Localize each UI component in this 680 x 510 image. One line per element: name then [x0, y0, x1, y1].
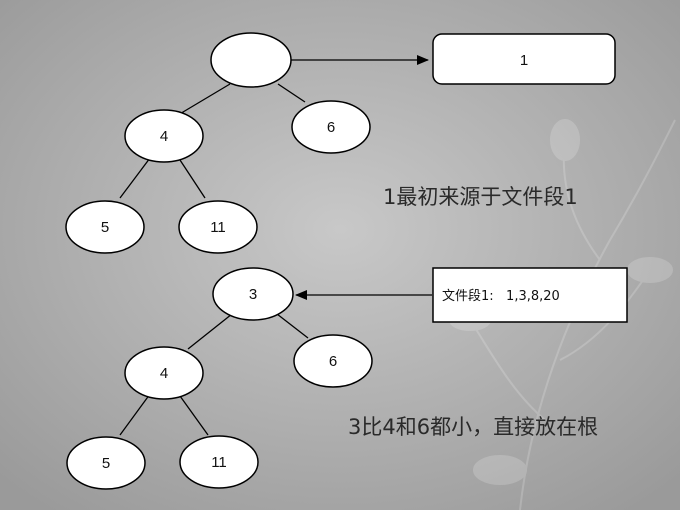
top-node-11-label: 11	[210, 219, 226, 236]
bottom-node-6: 6	[293, 334, 373, 388]
bottom-node-11: 11	[179, 435, 259, 489]
bottom-caption: 3比4和6都小，直接放在根	[348, 415, 598, 439]
bottom-node-5: 5	[66, 436, 146, 490]
bottom-tree: 3 4 6 5 11 文件段1: 1,3,8,20 3比4和6都小，直接放在根	[66, 267, 628, 490]
top-tree-edges	[119, 83, 306, 199]
bottom-node-4: 4	[124, 346, 204, 400]
bottom-source-box: 文件段1: 1,3,8,20	[432, 267, 628, 323]
top-node-root	[210, 32, 292, 88]
bottom-node-6-label: 6	[329, 353, 337, 370]
bottom-node-root: 3	[212, 267, 294, 321]
top-node-4: 4	[124, 109, 204, 163]
top-node-6-label: 6	[327, 119, 335, 136]
top-node-5: 5	[65, 200, 145, 254]
top-caption: 1最初来源于文件段1	[383, 185, 578, 209]
top-node-6: 6	[291, 100, 371, 154]
top-source-box: 1	[432, 33, 616, 85]
top-node-4-label: 4	[160, 128, 168, 145]
bottom-node-root-label: 3	[249, 286, 257, 303]
top-node-11: 11	[178, 200, 258, 254]
bottom-node-5-label: 5	[102, 455, 110, 472]
top-node-5-label: 5	[101, 219, 109, 236]
bottom-node-11-label: 11	[211, 454, 227, 471]
bottom-source-box-label: 文件段1: 1,3,8,20	[442, 289, 560, 304]
top-source-box-label: 1	[520, 52, 528, 69]
top-tree: 4 6 5 11 1 1最初来源于文件段1	[65, 32, 616, 254]
bottom-node-4-label: 4	[160, 365, 168, 382]
bottom-tree-edges	[119, 313, 309, 436]
